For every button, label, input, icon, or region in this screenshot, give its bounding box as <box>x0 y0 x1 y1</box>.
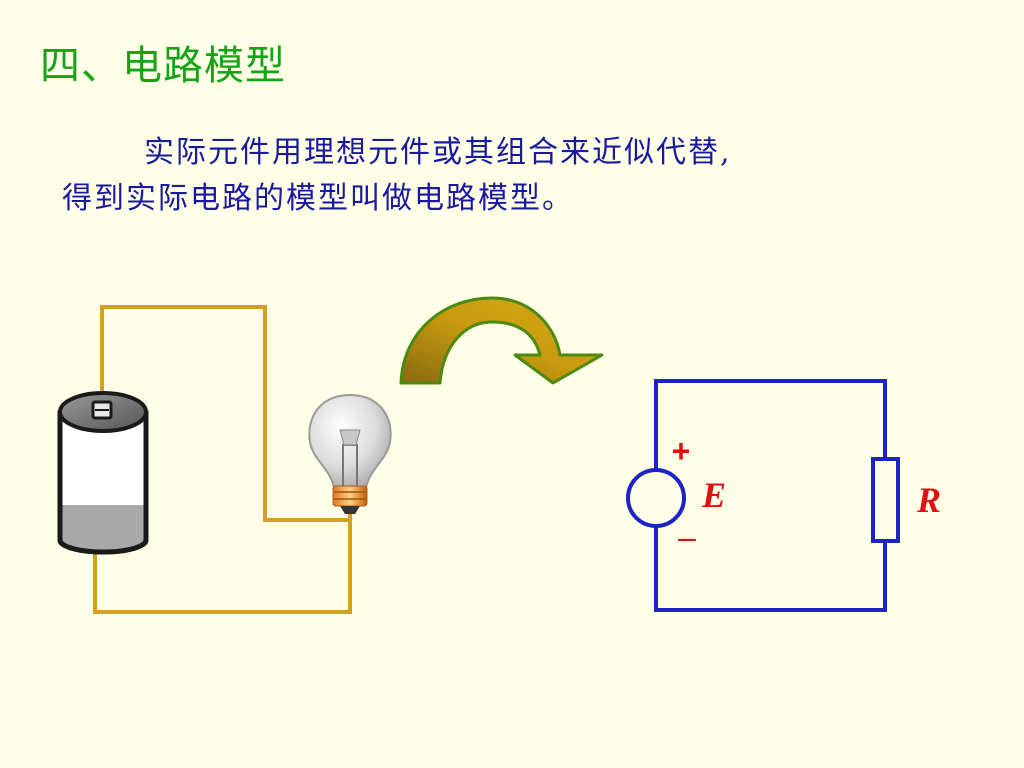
resistor-symbol <box>871 457 900 543</box>
paragraph-line-2: 得到实际电路的模型叫做电路模型。 <box>62 181 574 216</box>
light-bulb-icon <box>308 393 392 514</box>
slide-title: 四、电路模型 <box>40 43 286 89</box>
model-wire-lower <box>654 526 887 612</box>
wire-bottom <box>93 512 352 614</box>
real-circuit-wires <box>93 305 352 614</box>
voltage-source-symbol <box>626 468 686 528</box>
battery-icon <box>57 391 149 555</box>
paragraph-line-1: 实际元件用理想元件或其组合来近似代替, <box>144 135 732 170</box>
definition-paragraph: 实际元件用理想元件或其组合来近似代替, 得到实际电路的模型叫做电路模型。 <box>62 130 922 222</box>
model-wire <box>654 379 887 470</box>
polarity-plus: + <box>672 433 691 469</box>
source-label: E <box>701 475 726 515</box>
circuit-model-diagram: + – E R <box>626 379 941 612</box>
polarity-minus: – <box>678 519 696 555</box>
resistor-label: R <box>916 480 941 520</box>
transform-arrow-icon <box>399 296 604 385</box>
